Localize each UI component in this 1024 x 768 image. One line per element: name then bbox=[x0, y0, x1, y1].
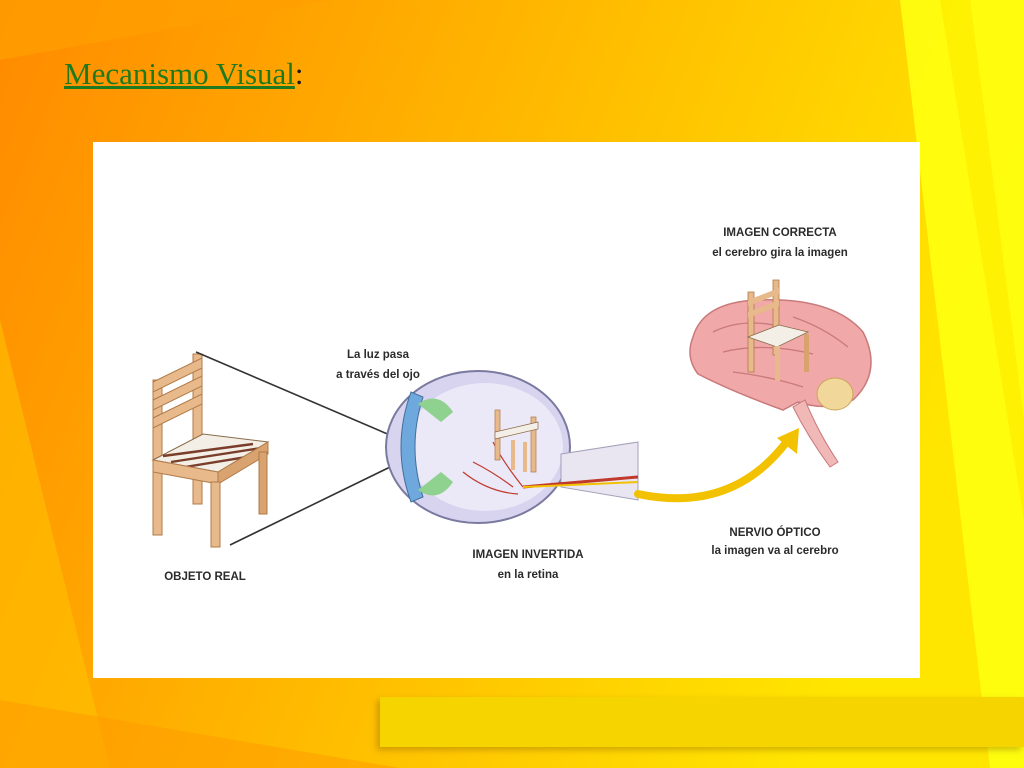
title-link[interactable]: Mecanismo Visual bbox=[64, 56, 295, 91]
upright-chair bbox=[746, 279, 810, 381]
visual-mechanism-diagram: OBJETO REAL La luz pasa a través del ojo… bbox=[151, 227, 872, 583]
diagram-panel: OBJETO REAL La luz pasa a través del ojo… bbox=[93, 142, 920, 678]
title-suffix: : bbox=[294, 56, 304, 91]
inverted-chair bbox=[494, 409, 539, 473]
label-correct-line1: IMAGEN CORRECTA bbox=[723, 227, 837, 239]
label-inverted-line1: IMAGEN INVERTIDA bbox=[472, 549, 583, 561]
real-chair-illustration bbox=[151, 353, 270, 548]
footer-bar bbox=[380, 697, 1024, 747]
label-correct-line2: el cerebro gira la imagen bbox=[712, 247, 848, 259]
eye-illustration bbox=[385, 370, 639, 524]
label-nerve-line1: NERVIO ÓPTICO bbox=[729, 526, 820, 539]
optic-nerve-arrow bbox=[634, 428, 799, 503]
label-real-object: OBJETO REAL bbox=[164, 571, 246, 583]
brain-illustration bbox=[689, 279, 872, 468]
label-light-line1: La luz pasa bbox=[347, 349, 410, 361]
label-inverted-line2: en la retina bbox=[498, 569, 559, 581]
label-nerve-line2: la imagen va al cerebro bbox=[711, 545, 838, 557]
label-light-line2: a través del ojo bbox=[336, 369, 420, 381]
slide-title: Mecanismo Visual: bbox=[64, 56, 304, 92]
